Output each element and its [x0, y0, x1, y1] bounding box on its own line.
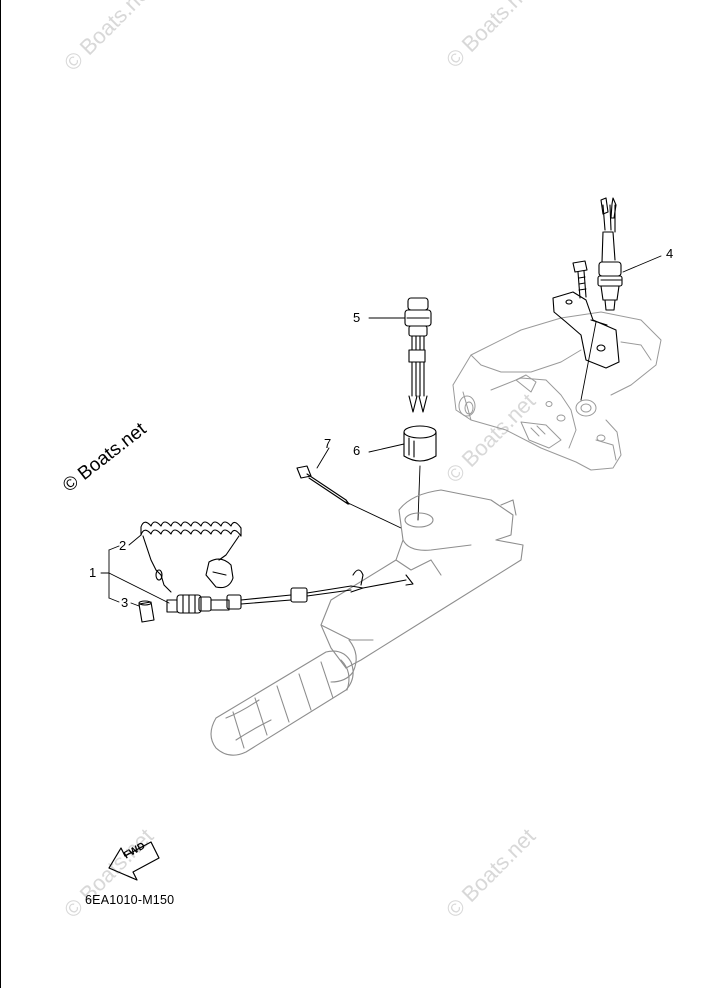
install-line-6 — [417, 465, 421, 521]
callout-4: 4 — [666, 246, 674, 261]
callout-7: 7 — [324, 436, 332, 451]
leader-lines-1-2-3 — [100, 534, 170, 607]
leader-line-7 — [316, 447, 330, 469]
lanyard-cord-item-2 — [140, 521, 242, 593]
callout-3: 3 — [121, 595, 129, 610]
tiller-handle — [210, 489, 524, 756]
engine-bracket-outline — [452, 311, 662, 471]
lanyard-switch-item-1 — [166, 569, 414, 614]
fwd-arrow-icon — [108, 841, 160, 881]
callout-1: 1 — [89, 565, 97, 580]
leader-line-4 — [622, 255, 662, 273]
diagram-code: 6EA1010-M150 — [85, 893, 175, 907]
bracket-plate — [552, 291, 620, 369]
bolt — [572, 260, 588, 299]
switch-item-4 — [597, 197, 623, 311]
leader-line-6 — [368, 443, 405, 453]
install-line-4 — [580, 321, 597, 401]
callout-6: 6 — [353, 443, 361, 458]
callout-5: 5 — [353, 310, 361, 325]
install-line-7 — [345, 501, 402, 529]
collar-item-6 — [403, 425, 437, 462]
cable-tie-item-7 — [296, 465, 350, 505]
callout-2: 2 — [119, 538, 127, 553]
cap-item-3 — [138, 600, 155, 623]
stop-switch-item-5 — [404, 297, 432, 413]
